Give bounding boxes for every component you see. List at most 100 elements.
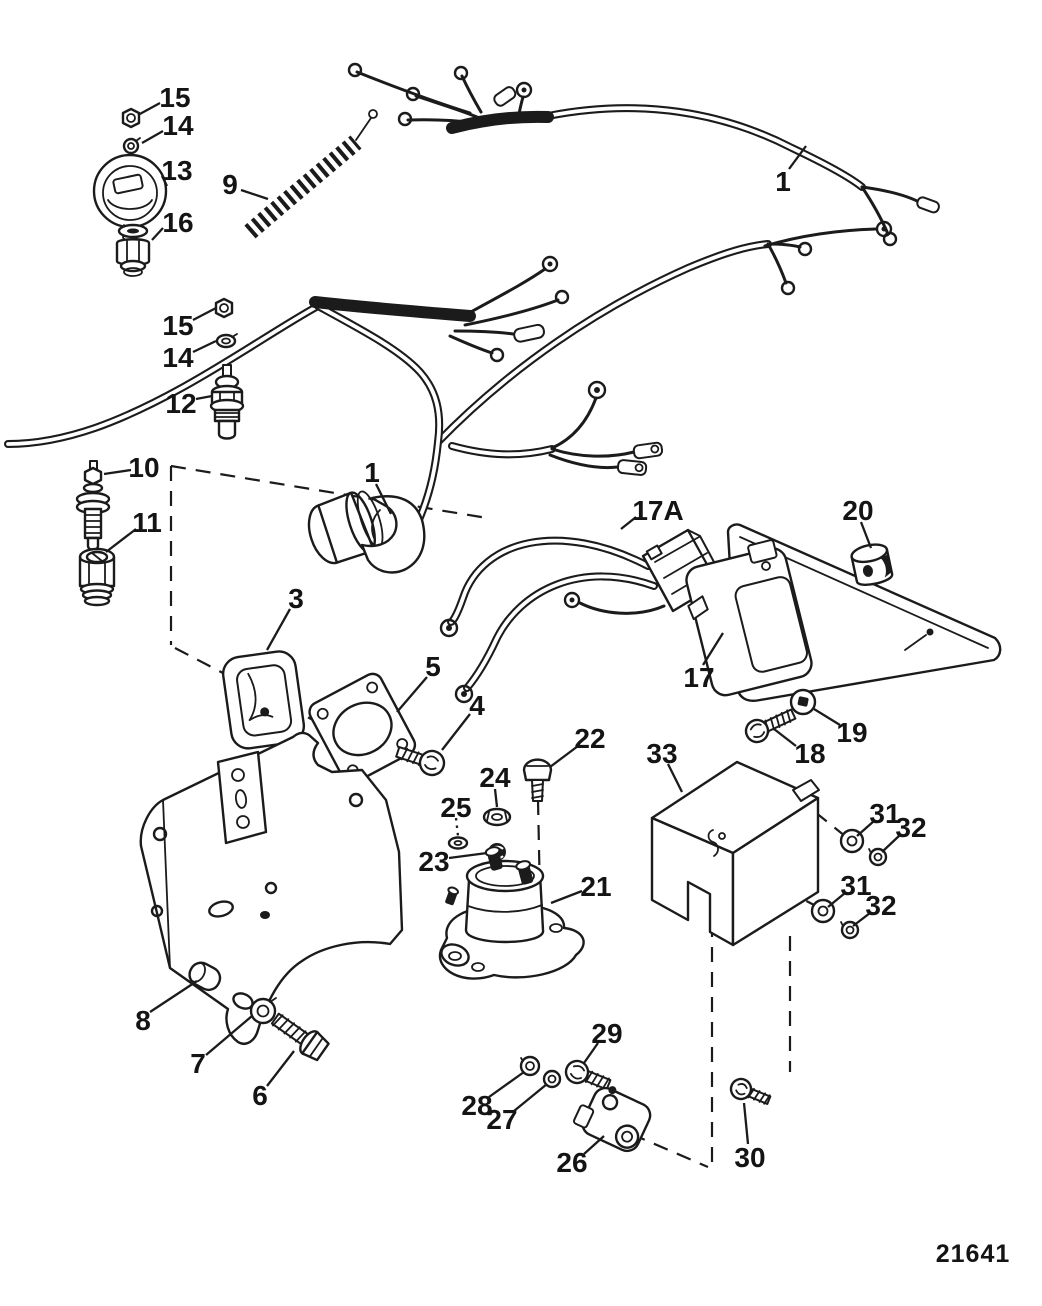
- callout-leader: [151, 227, 164, 241]
- callout-leader: [852, 912, 871, 927]
- callout-label: 4: [469, 690, 485, 721]
- callout-label: 13: [161, 155, 192, 186]
- callout-label: 22: [574, 723, 605, 754]
- callout-label: 31: [840, 870, 871, 901]
- starter-solenoid-21: [438, 846, 585, 980]
- callout-leader: [493, 788, 499, 808]
- callout-leader: [742, 1102, 750, 1145]
- callout-label: 27: [486, 1104, 517, 1135]
- callout-label: 11: [132, 507, 162, 538]
- hex-nut-15-upper: [121, 107, 141, 129]
- callout-label: 5: [425, 651, 441, 682]
- screw-29: [564, 1059, 612, 1091]
- ignition-module-17: [685, 539, 813, 697]
- mounting-bracket: [139, 731, 404, 1045]
- callout-label: 14: [162, 110, 194, 141]
- callout-label: 19: [836, 717, 867, 748]
- callout-leader: [448, 851, 488, 860]
- nut-28: [519, 1055, 541, 1077]
- lock-washer-14-upper: [122, 137, 141, 155]
- nut-32-lower: [840, 920, 860, 940]
- spiral-sleeve: [244, 109, 378, 239]
- callout-label: 18: [794, 738, 825, 769]
- adapter-fitting-11: [78, 547, 116, 607]
- callout-label: 30: [734, 1142, 765, 1173]
- hex-nut-15-lower: [214, 297, 234, 319]
- callout-label: 26: [556, 1147, 587, 1178]
- callout-label: 1: [775, 166, 791, 197]
- callout-leader: [149, 980, 198, 1013]
- spacer-8: [188, 961, 222, 992]
- screw-22: [522, 758, 553, 802]
- callout-leader: [773, 728, 797, 747]
- washer-19: [789, 688, 817, 716]
- drawing-number: 21641: [936, 1240, 1011, 1268]
- callout-label: 32: [895, 812, 926, 843]
- callout-label: 23: [418, 846, 449, 877]
- wiring-harness: [8, 62, 940, 574]
- callout-label: 8: [135, 1005, 151, 1036]
- callout-label: 6: [252, 1080, 268, 1111]
- callout-label: 33: [646, 738, 677, 769]
- callout-leader: [441, 713, 471, 751]
- nut-32-upper: [868, 847, 888, 867]
- callout-leader: [813, 708, 841, 726]
- callout-label: 10: [128, 452, 159, 483]
- callout-leader: [549, 745, 579, 768]
- callout-leader: [266, 1050, 295, 1087]
- washer-7: [249, 997, 277, 1025]
- callout-leader: [856, 820, 875, 837]
- callout-leader: [881, 834, 901, 853]
- callout-leader: [583, 1135, 605, 1155]
- callout-leader: [396, 676, 428, 713]
- callout-leader: [788, 145, 807, 170]
- callout-label: 9: [222, 169, 238, 200]
- callout-leader: [103, 468, 132, 476]
- callout-label: 24: [479, 762, 511, 793]
- ground-block-26: [573, 1086, 652, 1153]
- oil-sender-10: [75, 460, 111, 551]
- callout-label: 29: [591, 1018, 622, 1049]
- callout-leader: [265, 608, 292, 651]
- callout-leader: [240, 188, 269, 201]
- callout-label: 20: [842, 495, 873, 526]
- callout-leader: [192, 339, 217, 354]
- callout-label: 17: [683, 662, 714, 693]
- callout-leader: [192, 306, 217, 322]
- trim-connector-harness-17a: [439, 528, 729, 704]
- callout-label: 16: [162, 207, 193, 238]
- callout-label: 28: [461, 1090, 492, 1121]
- lock-washer-14-lower: [215, 333, 238, 349]
- screw-30: [729, 1077, 772, 1105]
- callout-label: 15: [162, 310, 193, 341]
- rubber-boot-3: [221, 650, 306, 750]
- temperature-sender-12: [209, 364, 245, 440]
- callout-label: 3: [288, 583, 304, 614]
- callout-leader: [160, 175, 169, 187]
- callout-label: 1: [364, 457, 380, 488]
- callout-label: 12: [165, 388, 196, 419]
- callout-leader: [374, 483, 393, 515]
- callout-leader: [205, 1015, 253, 1056]
- callout-leader: [550, 889, 583, 905]
- callout-leader: [105, 528, 137, 553]
- callout-leader: [488, 1071, 525, 1098]
- callout-label: 31: [869, 798, 900, 829]
- washer-27: [542, 1069, 562, 1089]
- callout-leader: [620, 516, 637, 530]
- callout-leader: [195, 394, 213, 401]
- callout-label: 7: [190, 1048, 206, 1079]
- callout-leader: [137, 101, 161, 117]
- callout-leader: [859, 521, 873, 549]
- fitting-16: [115, 223, 151, 277]
- callout-leader: [827, 892, 846, 908]
- bolt-6: [270, 1012, 330, 1062]
- bracket-front-plate: [216, 750, 268, 845]
- callout-leader: [513, 1083, 548, 1112]
- screw-4: [395, 746, 446, 777]
- callout-leader: [666, 763, 684, 793]
- cover-33: [650, 760, 820, 947]
